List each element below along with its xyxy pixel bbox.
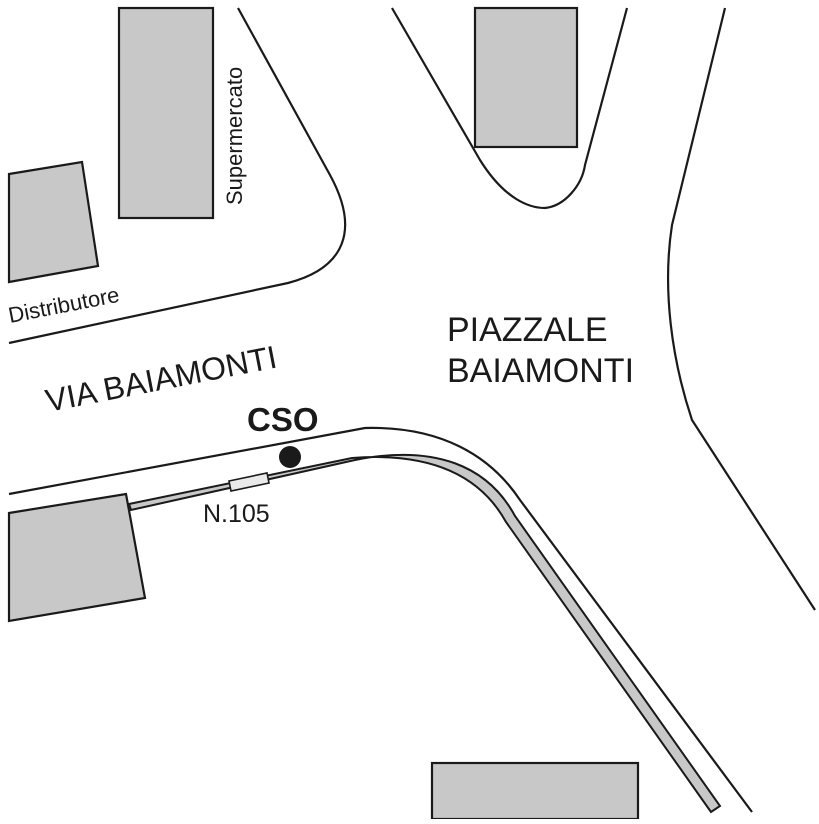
square-label-line1: PIAZZALE — [447, 311, 608, 349]
street-label: VIA BAIAMONTI — [42, 339, 279, 419]
lower-left-building — [7, 492, 147, 623]
cso-marker-dot — [279, 446, 301, 468]
sidewalk-band — [127, 453, 722, 814]
square-label-line2: BAIAMONTI — [447, 352, 634, 390]
triangle-island-edge — [391, 7, 629, 210]
top-center-building — [473, 6, 579, 149]
house-number-plate — [228, 472, 270, 492]
house-number-label: N.105 — [203, 500, 270, 528]
right-road-edge — [666, 7, 816, 611]
supermarket-building — [117, 6, 215, 220]
main-road-south-edge — [8, 426, 753, 813]
cso-marker-label: CSO — [247, 401, 319, 438]
supermarket-road-edge — [8, 7, 347, 345]
bottom-building — [430, 761, 640, 821]
fuel-station-building — [7, 160, 100, 284]
fuel-station-label: Distributore — [6, 282, 121, 328]
supermarket-label: Supermercato — [222, 67, 247, 205]
